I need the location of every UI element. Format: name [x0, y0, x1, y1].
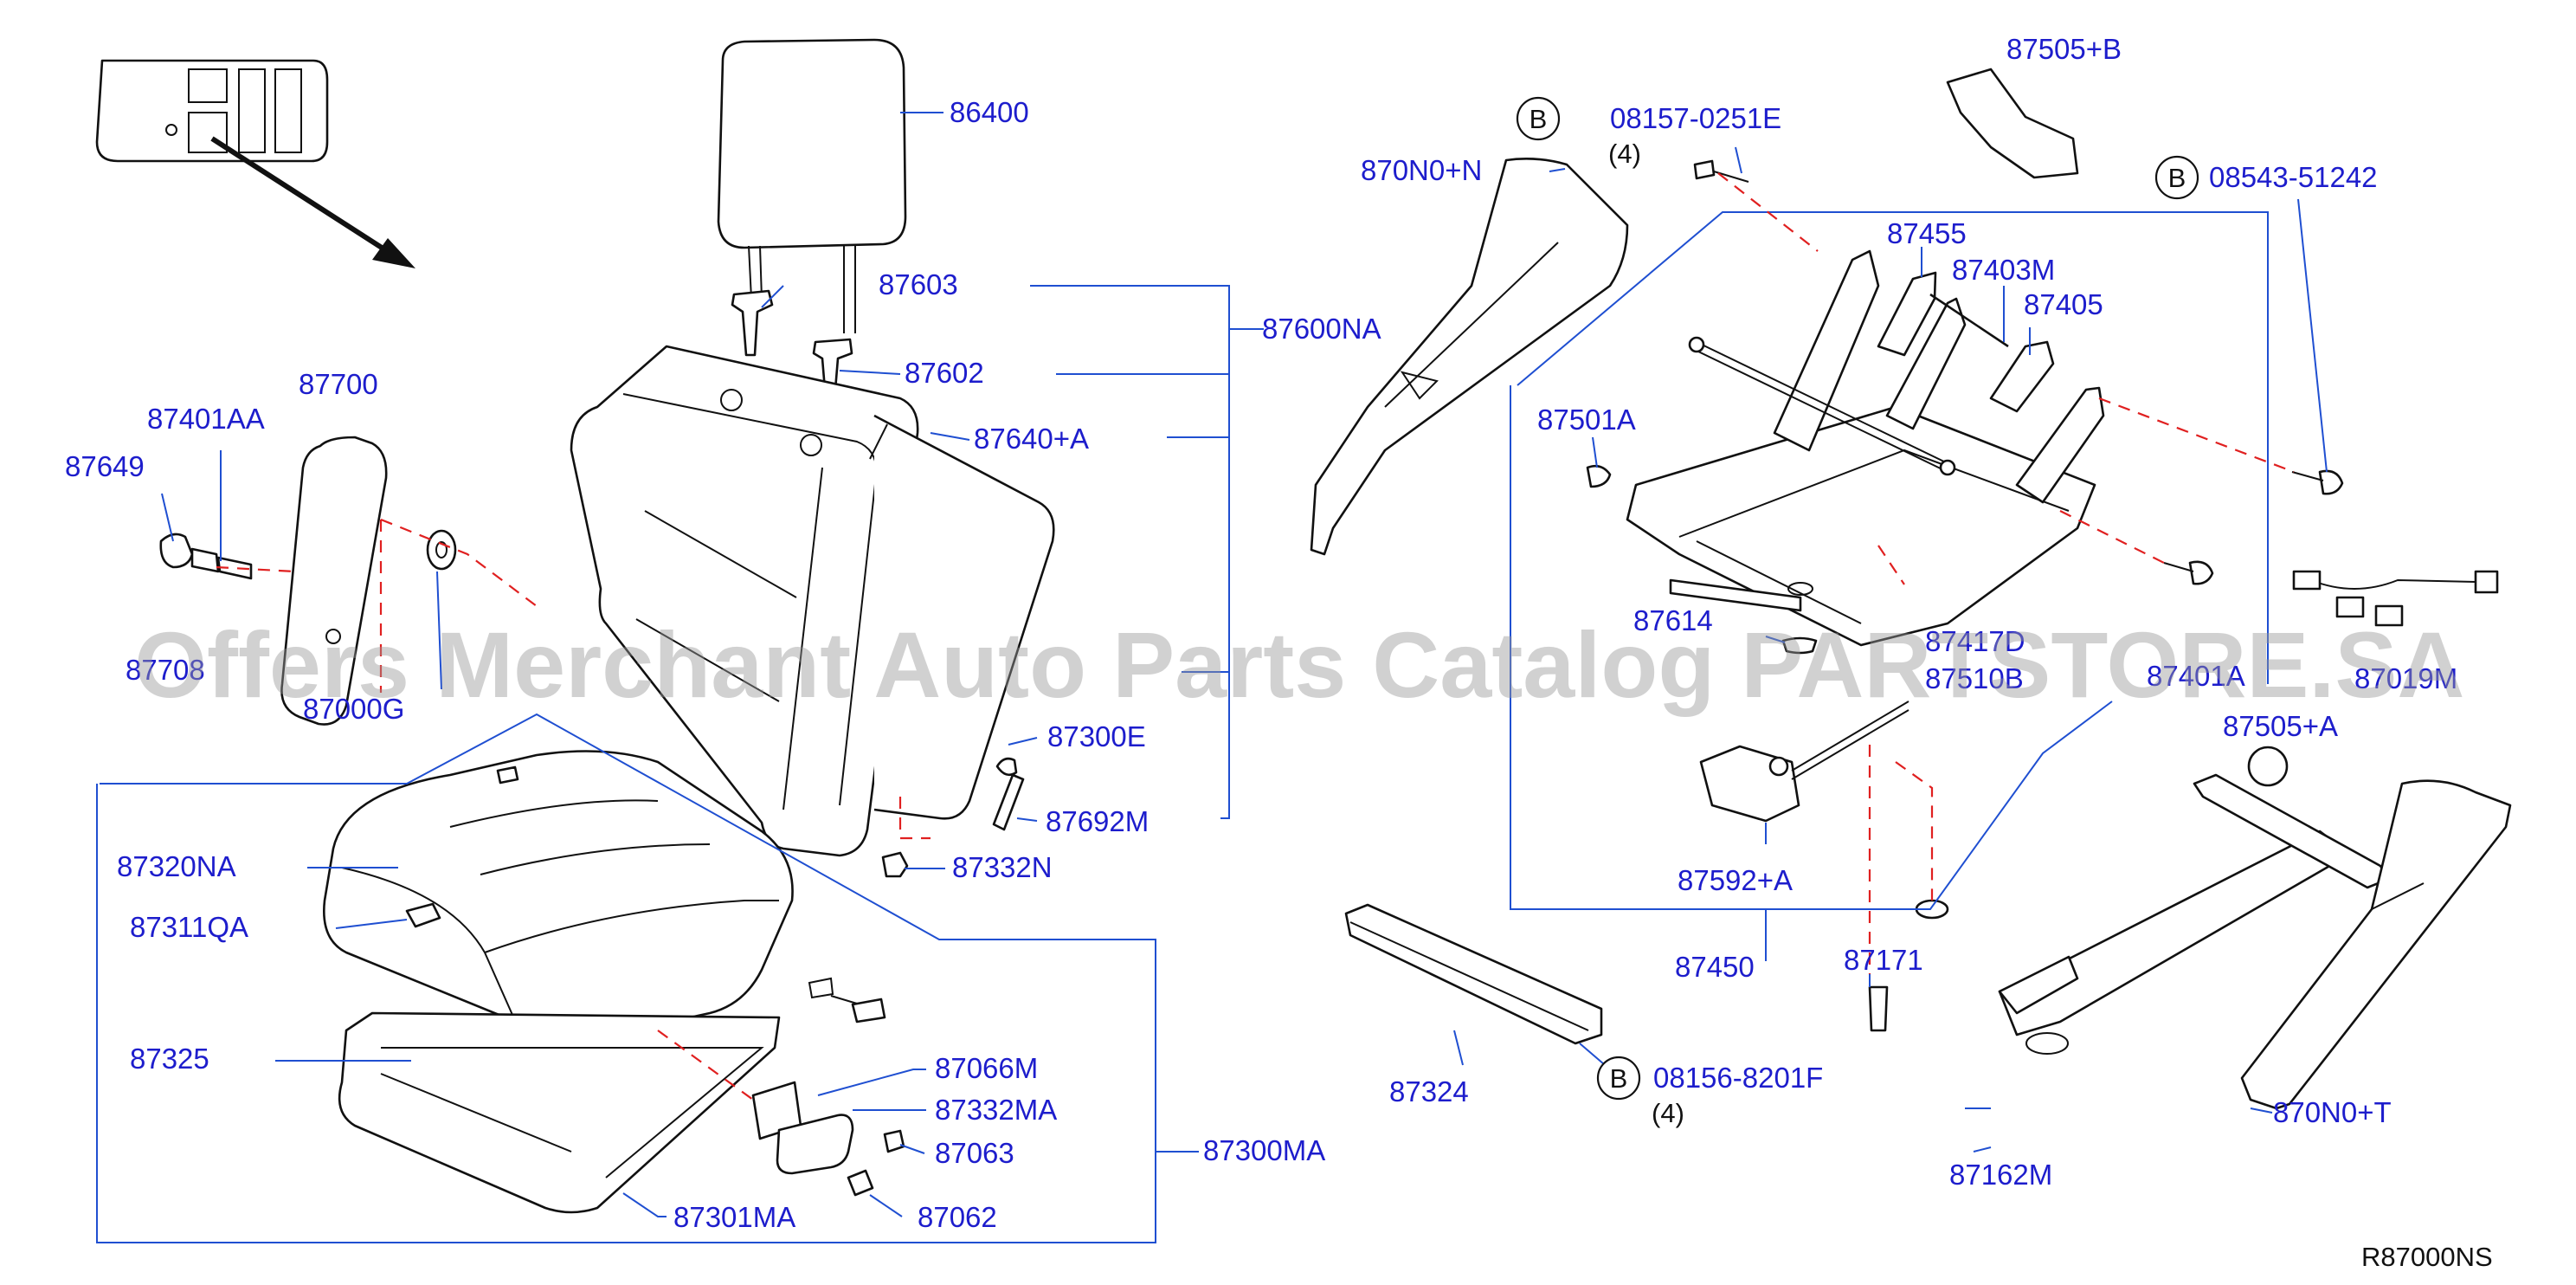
callout-b-2: B: [2154, 155, 2199, 200]
label-87592A: 87592+A: [1678, 864, 1793, 896]
label-87450: 87450: [1675, 951, 1755, 983]
side-shield-870N0N: [1310, 158, 1629, 556]
bracket-87505B: [1946, 68, 2079, 179]
label-08157-0251E: 08157-0251E: [1610, 102, 1781, 134]
callout-b-1: B: [1516, 96, 1561, 141]
harness-87019M: [2292, 570, 2499, 627]
label-87501A: 87501A: [1537, 404, 1636, 436]
label-87311QA: 87311QA: [130, 911, 248, 943]
label-87602: 87602: [905, 357, 984, 389]
callout-b-2-letter: B: [2168, 163, 2186, 193]
label-08156-8201F: 08156-8201F: [1653, 1062, 1823, 1094]
washer-87000G: [426, 529, 457, 571]
label-86400: 86400: [950, 96, 1029, 128]
assembly-dashed-lines: [216, 172, 2295, 1101]
label-87640A: 87640+A: [974, 423, 1089, 455]
label-87324: 87324: [1389, 1075, 1469, 1107]
label-08156-qty: (4): [1652, 1098, 1684, 1128]
group-outlines: [96, 211, 2269, 1243]
bolts-frame: [1586, 159, 2344, 1032]
callout-b-3: B: [1596, 1056, 1641, 1101]
label-08543-51242: 08543-51242: [2209, 161, 2378, 193]
label-87505B: 87505+B: [2006, 33, 2122, 65]
label-87301MA: 87301MA: [673, 1201, 795, 1233]
label-87332MA: 87332MA: [935, 1094, 1057, 1126]
label-87171: 87171: [1844, 944, 1923, 976]
headrest-guide-87603: [731, 289, 774, 357]
label-870N0N: 870N0+N: [1361, 154, 1482, 186]
label-87000G: 87000G: [303, 693, 404, 725]
label-87692M: 87692M: [1046, 805, 1149, 837]
headrest-86400: [717, 38, 907, 333]
label-87300E: 87300E: [1047, 720, 1146, 752]
label-87063: 87063: [935, 1137, 1014, 1169]
callout-b-1-letter: B: [1530, 104, 1548, 134]
label-87332N: 87332N: [952, 851, 1053, 883]
label-87062: 87062: [918, 1201, 997, 1233]
label-87401AA: 87401AA: [147, 403, 265, 435]
label-87700: 87700: [299, 368, 378, 400]
label-87505A: 87505+A: [2223, 710, 2338, 742]
label-87019M: 87019M: [2354, 662, 2457, 694]
label-87603: 87603: [879, 268, 958, 300]
rail-covers: [1998, 746, 2512, 1110]
bushing-87649: [159, 533, 194, 569]
label-87708: 87708: [126, 654, 205, 686]
cushion-frame-87301MA: [338, 1011, 781, 1214]
label-870N0T: 870N0+T: [2273, 1096, 2392, 1128]
label-87403M: 87403M: [1952, 254, 2055, 286]
seat-back-87600NA: [570, 345, 919, 857]
motor-87592A: [1699, 701, 1909, 823]
clips-87300E-87692M-87332N: [881, 757, 1025, 878]
label-87320NA: 87320NA: [117, 850, 236, 882]
leader-lines: [161, 112, 2328, 1217]
label-87325: 87325: [130, 1043, 209, 1075]
part-labels: 86400 87603 87602 87600NA 87640+A 87700 …: [65, 33, 2457, 1233]
rail-cover-87324: [1344, 903, 1603, 1045]
trim-parts-87066M-87062: [751, 977, 905, 1197]
vehicle-locator-icon: [95, 59, 415, 268]
label-87510B: 87510B: [1925, 662, 2024, 694]
seat-cushion-87320NA: [323, 750, 794, 1046]
label-87401A: 87401A: [2147, 660, 2245, 692]
seat-frame-87450: [1626, 249, 2105, 655]
diagram-code: R87000NS: [2361, 1242, 2493, 1272]
label-87162M: 87162M: [1949, 1159, 2052, 1191]
label-87405: 87405: [2024, 288, 2103, 320]
label-87614: 87614: [1633, 604, 1713, 636]
watermark-text: Offers Merchant Auto Parts Catalog PARTS…: [134, 612, 2464, 717]
bolt-87401AA: [190, 547, 253, 580]
brackets-87455-87405: [1877, 271, 2055, 413]
label-87417D: 87417D: [1925, 625, 2025, 657]
label-87300MA: 87300MA: [1203, 1134, 1325, 1166]
label-87066M: 87066M: [935, 1052, 1038, 1084]
label-87649: 87649: [65, 450, 145, 482]
callout-b-3-letter: B: [1610, 1063, 1628, 1094]
side-cover-87700: [280, 436, 388, 726]
label-87455: 87455: [1887, 217, 1967, 249]
back-board-87640A: [869, 414, 1055, 820]
label-87600NA: 87600NA: [1262, 313, 1381, 345]
label-08157-qty: (4): [1608, 139, 1641, 169]
